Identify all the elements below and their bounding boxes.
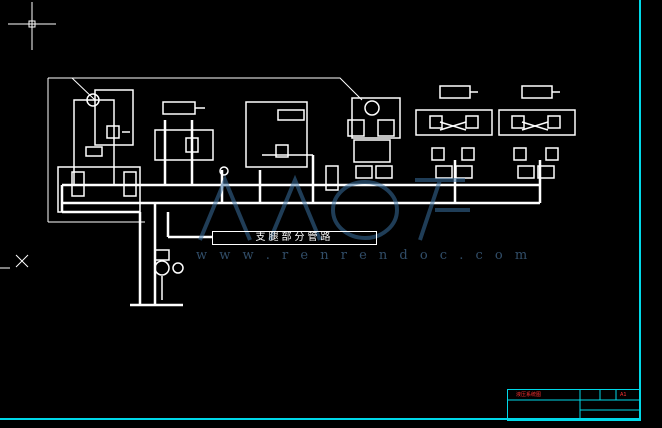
valve-group-3 bbox=[347, 97, 401, 179]
valve-group-2 bbox=[219, 101, 339, 191]
subcircuit-label: 支腿部分管路 bbox=[212, 231, 377, 245]
watermark-url: w w w . r e n r e n d o c . c o m bbox=[196, 248, 532, 263]
valve-group-5 bbox=[498, 85, 576, 179]
lower-pump-group bbox=[154, 249, 184, 300]
title-block: 液压系统图 A1 bbox=[507, 389, 641, 421]
cylinder-group-1 bbox=[154, 101, 214, 161]
sheet-code: A1 bbox=[620, 392, 627, 398]
ucs-crosshair-icon bbox=[8, 2, 56, 50]
valve-group-4 bbox=[415, 85, 493, 179]
pump-valve-group-left bbox=[57, 89, 141, 213]
drawing-frame bbox=[0, 0, 641, 420]
title-block-grid bbox=[508, 390, 640, 420]
cursor-cross-icon bbox=[0, 254, 29, 269]
drawing-name: 液压系统图 bbox=[516, 392, 542, 398]
enclosure-outline bbox=[47, 77, 363, 223]
